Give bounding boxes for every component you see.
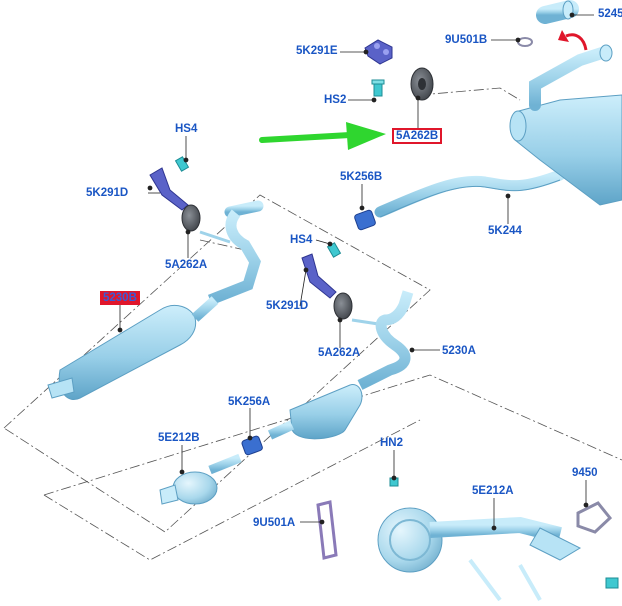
label-5A262A-top: 5A262A — [165, 259, 208, 271]
label-5K291E: 5K291E — [296, 45, 338, 57]
label-9U501A: 9U501A — [253, 517, 296, 529]
label-5A262A-mid: 5A262A — [318, 347, 361, 359]
label-HS4-top: HS4 — [175, 123, 198, 135]
label-5E212A: 5E212A — [472, 485, 514, 497]
label-5K244: 5K244 — [488, 225, 522, 237]
label-5230A: 5230A — [442, 345, 476, 357]
label-5230B-highlighted: 5230B — [100, 291, 140, 305]
center-muffler-5230B — [47, 200, 264, 400]
label-5K291D-mid: 5K291D — [266, 300, 309, 312]
label-5A262B-highlighted: 5A262B — [392, 128, 443, 144]
assembly-outlines — [3, 87, 622, 561]
clamp-5K256B — [354, 209, 376, 231]
rear-muffler-assembly — [374, 0, 622, 218]
label-HN2: HN2 — [380, 437, 404, 449]
upper-left-hanger-group — [149, 156, 231, 244]
label-HS4-mid: HS4 — [290, 234, 313, 246]
label-5245: 5245 — [598, 8, 622, 20]
label-5K256B: 5K256B — [340, 171, 383, 183]
catalyst-5E212A — [316, 477, 619, 602]
label-5K291D-top: 5K291D — [86, 187, 129, 199]
label-5K256A: 5K256A — [228, 396, 271, 408]
label-9450: 9450 — [572, 467, 598, 479]
red-curved-arrow — [558, 30, 588, 51]
leader-lines — [117, 12, 594, 531]
label-9U501B: 9U501B — [445, 34, 488, 46]
middle-hanger-group — [301, 242, 386, 327]
top-hanger-group — [364, 39, 434, 101]
green-pointer-arrow — [259, 122, 386, 150]
label-5E212B: 5E212B — [158, 432, 200, 444]
catalyst-5E212B — [159, 453, 242, 505]
label-HS2: HS2 — [324, 94, 347, 106]
front-pipe-5230A — [267, 290, 414, 440]
